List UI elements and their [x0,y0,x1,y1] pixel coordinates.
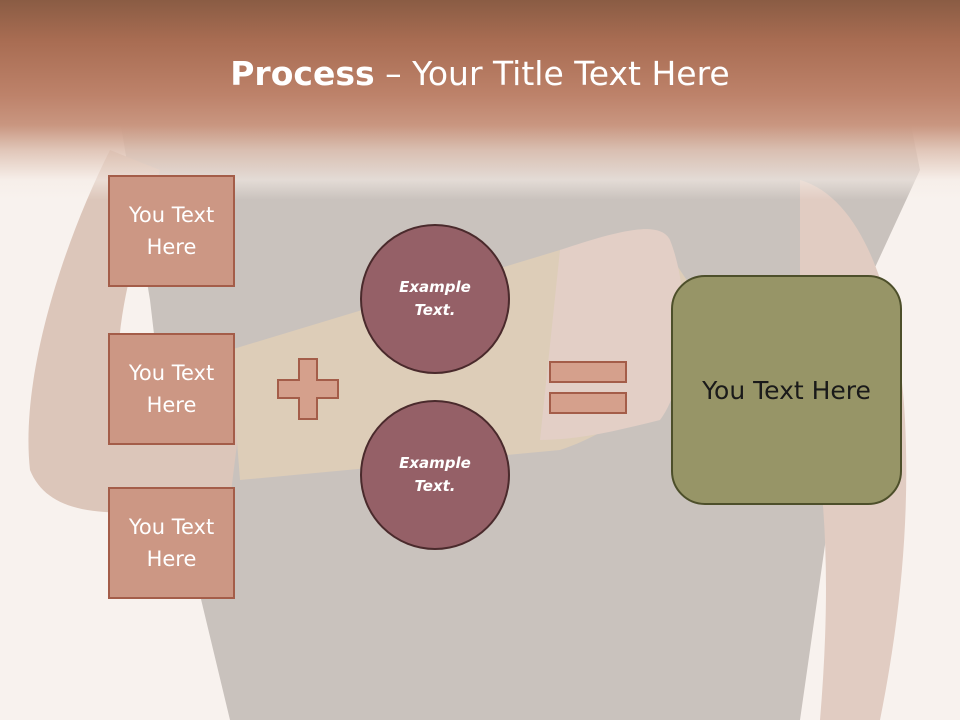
result-box-label: You Text Here [702,375,871,405]
plus-icon [277,358,339,420]
side-text-box-1[interactable]: You Text Here [108,175,235,287]
result-box[interactable]: You Text Here [671,275,902,505]
header-band [0,0,960,200]
side-text-box-3[interactable]: You Text Here [108,487,235,599]
title-strong: Process [230,54,375,93]
equals-icon [549,361,627,414]
example-circle-1-label: Example Text. [399,278,471,319]
slide-title[interactable]: Process – Your Title Text Here [0,50,960,98]
example-circle-2-label: Example Text. [399,454,471,495]
side-text-box-1-label: You Text Here [128,203,215,259]
side-text-box-2-label: You Text Here [128,361,215,417]
example-circle-1[interactable]: Example Text. [360,224,510,374]
title-rest: – Your Title Text Here [374,54,730,93]
example-circle-2[interactable]: Example Text. [360,400,510,550]
side-text-box-3-label: You Text Here [128,515,215,571]
side-text-box-2[interactable]: You Text Here [108,333,235,445]
